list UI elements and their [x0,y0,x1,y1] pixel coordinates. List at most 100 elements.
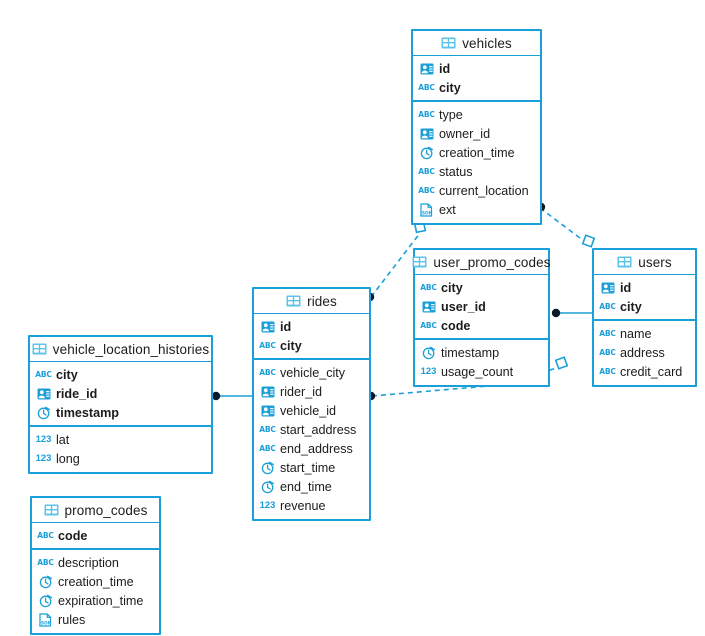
table-header[interactable]: vehicles [413,31,540,56]
relationship-rides-to-vehicle-location-histories[interactable] [211,391,252,401]
abc-text-icon: ABC [599,366,616,376]
id-card-icon [260,385,275,399]
column-row[interactable]: timestamp [415,343,548,362]
column-name: id [280,319,292,334]
relationship-user-promo-codes-to-users[interactable] [551,308,593,318]
column-row[interactable]: vehicle_id [254,401,369,420]
abc-text-icon: ABC [418,185,435,195]
clock-icon [421,346,436,360]
column-name: id [620,280,632,295]
column-row[interactable]: end_time [254,477,369,496]
relationship-vehicles-to-users[interactable] [536,202,596,248]
pk-column-row[interactable]: ride_id [30,384,211,403]
table-header[interactable]: rides [254,289,369,314]
table-header[interactable]: user_promo_codes [412,250,550,275]
column-row[interactable]: ABC end_address [254,439,369,458]
column-name: rider_id [280,384,322,399]
abc-text-icon: ABC [418,109,435,119]
column-row[interactable]: owner_id [413,124,540,143]
table-header[interactable]: users [594,250,695,275]
abc-text-icon: ABC [35,369,52,379]
pk-column-row[interactable]: timestamp [30,403,211,422]
column-name: vehicle_city [280,365,346,380]
column-name: owner_id [439,126,491,141]
pk-column-row[interactable]: id [254,317,369,336]
table-header[interactable]: vehicle_location_histories [30,337,211,362]
column-name: address [620,345,665,360]
column-row[interactable]: ABC vehicle_city [254,363,369,382]
table-header[interactable]: promo_codes [32,498,159,523]
column-name: name [620,326,652,341]
column-row[interactable]: start_time [254,458,369,477]
pk-column-row[interactable]: ABC city [30,365,211,384]
column-row[interactable]: rider_id [254,382,369,401]
pk-column-row[interactable]: id [413,59,540,78]
column-name: code [58,528,88,543]
number-icon: 123 [420,365,437,377]
abc-text-icon: ABC [418,166,435,176]
column-name: status [439,164,473,179]
column-name: long [56,451,80,466]
column-row[interactable]: ABC current_location [413,181,540,200]
abc-text-icon: ABC [420,282,437,292]
pk-column-row[interactable]: ABC city [594,297,695,316]
table-grid-icon [32,342,47,356]
pk-column-row[interactable]: id [594,278,695,297]
column-row[interactable]: expiration_time [32,591,159,610]
column-name: description [58,555,119,570]
clock-icon [260,461,275,475]
column-name: city [439,80,461,95]
endpoint-filled-dot [551,308,561,318]
id-card-icon [421,300,436,314]
column-row[interactable]: JSON rules [32,610,159,629]
endpoint-hollow-square [581,234,596,248]
table-grid-icon [412,255,427,269]
column-row[interactable]: creation_time [413,143,540,162]
id-card-icon [36,387,51,401]
pk-column-row[interactable]: user_id [415,297,548,316]
abc-text-icon: ABC [599,301,616,311]
column-row[interactable]: ABC type [413,105,540,124]
column-row[interactable]: creation_time [32,572,159,591]
json-icon: JSON [38,612,53,627]
column-name: rules [58,612,86,627]
column-name: current_location [439,183,529,198]
clock-icon [38,594,53,608]
column-name: end_address [280,441,353,456]
column-row[interactable]: ABC status [413,162,540,181]
abc-text-icon: ABC [259,367,276,377]
column-name: city [620,299,642,314]
table-title: vehicles [462,35,512,51]
json-icon: JSON [419,202,434,217]
column-name: type [439,107,463,122]
abc-text-icon: ABC [259,443,276,453]
column-name: city [56,367,78,382]
